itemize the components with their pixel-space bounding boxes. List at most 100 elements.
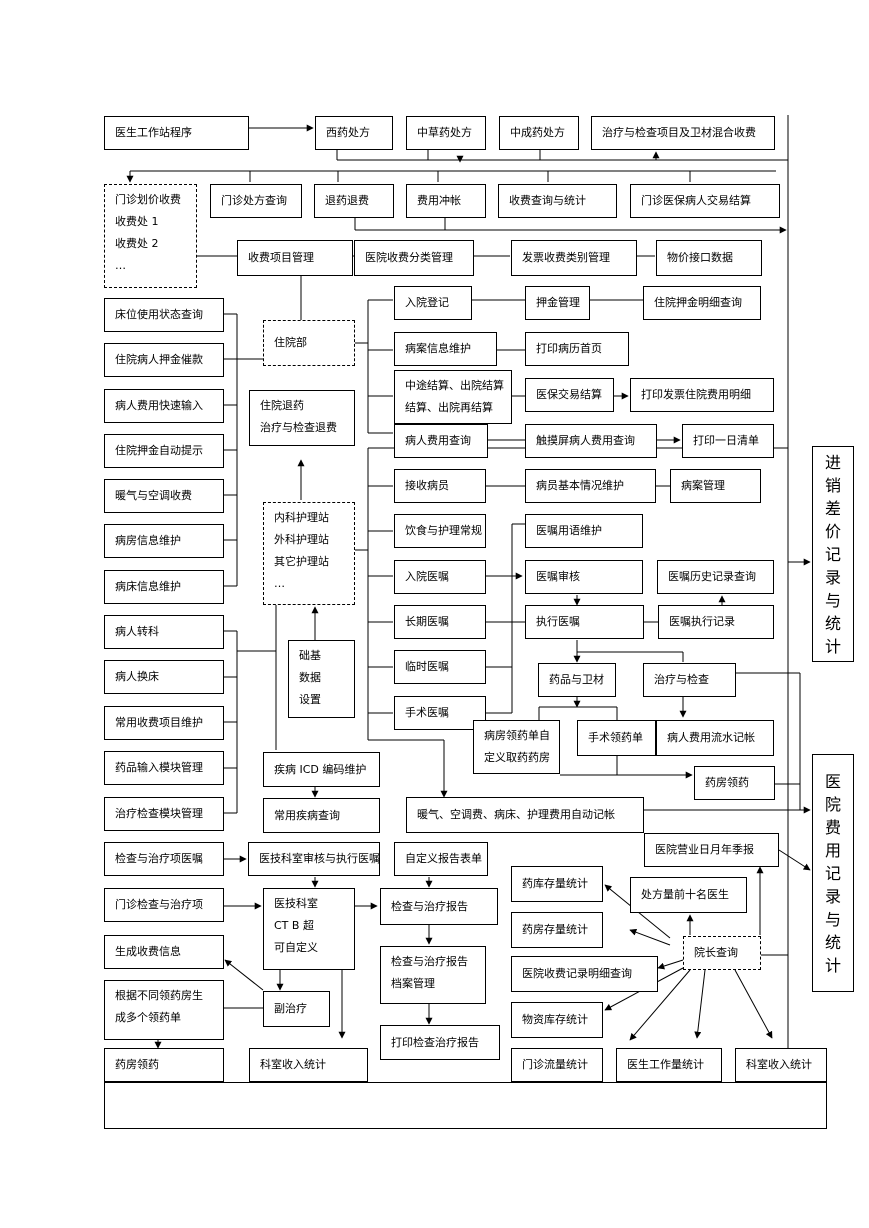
node-label: 病案信息维护 — [405, 342, 471, 355]
node-label: 病人费用流水记帐 — [667, 731, 755, 744]
diet-care-box: 饮食与护理常规 — [394, 514, 486, 548]
node-label: 科室收入统计 — [260, 1058, 326, 1071]
node-label: 生成收费信息 — [115, 945, 181, 958]
node-label: 可自定义 — [274, 941, 318, 954]
node-label: 础基 — [299, 649, 321, 662]
ward-info-box: 病房信息维护 — [104, 524, 224, 558]
tech-dept-box: 医技科室 CT B 超 可自定义 — [263, 888, 355, 970]
node-label: 触摸屏病人费用查询 — [536, 434, 635, 447]
purchase-sales-label: 进 销 差 价 记 录 与 统 计 — [812, 446, 854, 662]
icd-code-box: 疾病 ICD 编码维护 — [263, 752, 380, 787]
deposit-detail-box: 住院押金明细查询 — [643, 286, 761, 320]
treat-exam-module-box: 治疗检查模块管理 — [104, 797, 224, 831]
char: 录 — [824, 886, 841, 906]
node-label: 药房领药 — [115, 1058, 159, 1071]
op-exam-treat-box: 门诊检查与治疗项 — [104, 888, 224, 922]
exec-order-box: 执行医嘱 — [525, 605, 644, 639]
print-exam-report-box: 打印检查治疗报告 — [380, 1025, 500, 1060]
print-invoice-box: 打印发票住院费用明细 — [630, 378, 774, 412]
node-label: … — [115, 259, 126, 272]
node-label: 入院登记 — [405, 296, 449, 309]
material-stock-box: 物资库存统计 — [511, 1002, 603, 1038]
node-label: 医嘱审核 — [536, 570, 580, 583]
node-label: 病人费用查询 — [405, 434, 471, 447]
gen-fee-info-box: 生成收费信息 — [104, 935, 224, 969]
char: 价 — [824, 521, 841, 541]
common-disease-box: 常用疾病查询 — [263, 798, 380, 833]
node-label: 病人换床 — [115, 670, 159, 683]
node-label: 治疗与检查退费 — [260, 421, 337, 434]
node-label: 打印一日清单 — [693, 434, 759, 447]
node-label: 病人转科 — [115, 625, 159, 638]
char: 统 — [824, 613, 841, 633]
node-label: 住院押金明细查询 — [654, 296, 742, 309]
node-label: 医院收费分类管理 — [365, 251, 453, 264]
exam-archive-box: 检查与治疗报告 档案管理 — [380, 946, 486, 1004]
char: 用 — [824, 840, 841, 860]
receive-patient-box: 接收病员 — [394, 469, 486, 503]
insurance-settle-box: 医保交易结算 — [525, 378, 614, 412]
patent-rx-box: 中成药处方 — [499, 116, 579, 150]
node-label: 检查与治疗报告 — [391, 899, 468, 913]
pharmacy-pickup-box: 药房领药 — [694, 766, 775, 800]
admission-order-box: 入院医嘱 — [394, 560, 486, 594]
bottom-frame — [104, 1082, 827, 1129]
aux-treatment-box: 副治疗 — [263, 991, 330, 1027]
fast-fee-input-box: 病人费用快速输入 — [104, 389, 224, 423]
node-label: 数据 — [299, 671, 321, 684]
mixed-fee-box: 治疗与检查项目及卫材混合收费 — [591, 116, 775, 150]
node-label: 手术医嘱 — [405, 706, 449, 719]
bed-info-box: 病床信息维护 — [104, 570, 224, 604]
char: 计 — [824, 955, 841, 975]
node-label: 设置 — [299, 693, 321, 706]
node-label: 医生工作量统计 — [627, 1058, 704, 1071]
node-label: 疾病 ICD 编码维护 — [274, 762, 367, 776]
node-label: 结算、出院再结算 — [405, 401, 493, 414]
node-label: 门诊医保病人交易结算 — [641, 194, 751, 207]
node-label: 接收病员 — [405, 479, 449, 492]
node-label: 常用疾病查询 — [274, 808, 340, 822]
order-exec-record-box: 医嘱执行记录 — [658, 605, 774, 639]
node-label: 中草药处方 — [417, 126, 472, 139]
node-label: 病员基本情况维护 — [536, 479, 624, 492]
node-label: 暖气、空调费、病床、护理费用自动记帐 — [417, 808, 615, 821]
hospital-report-box: 医院营业日月年季报 — [644, 833, 779, 867]
node-label: 药品输入模块管理 — [115, 761, 203, 774]
node-label: … — [274, 577, 285, 590]
settlement-box: 中途结算、出院结算 结算、出院再结算 — [394, 370, 512, 424]
node-label: 根据不同领药房生 — [115, 989, 203, 1002]
char: 录 — [824, 567, 841, 587]
node-label: 打印病历首页 — [536, 342, 602, 355]
inpatient-refund-box: 住院退药 治疗与检查退费 — [249, 390, 355, 446]
node-label: 治疗检查模块管理 — [115, 807, 203, 820]
node-label: 医技科室 — [274, 897, 318, 910]
exam-treat-order-box: 检查与治疗项医嘱 — [104, 842, 224, 876]
node-label: 治疗与检查 — [654, 673, 709, 686]
char: 计 — [824, 636, 841, 656]
node-label: 病床信息维护 — [115, 580, 181, 593]
node-label: 入院医嘱 — [405, 570, 449, 583]
drug-input-box: 药品输入模块管理 — [104, 751, 224, 785]
common-fee-items-box: 常用收费项目维护 — [104, 706, 224, 740]
char: 销 — [824, 475, 841, 495]
char: 医 — [824, 771, 841, 791]
treat-exam-box: 治疗与检查 — [643, 663, 736, 697]
fee-query-stats-box: 收费查询与统计 — [498, 184, 617, 218]
change-bed-box: 病人换床 — [104, 660, 224, 694]
node-label: 发票收费类别管理 — [522, 251, 610, 264]
char: 进 — [824, 452, 841, 472]
node-label: 门诊检查与治疗项 — [115, 898, 203, 911]
char: 费 — [824, 817, 841, 837]
node-label: 收费项目管理 — [248, 251, 314, 264]
node-label: 医院收费记录明细查询 — [522, 967, 632, 980]
doctor-workload-box: 医生工作量统计 — [616, 1048, 722, 1082]
node-label: 处方量前十名医生 — [641, 888, 729, 901]
node-label: 药品与卫材 — [549, 673, 604, 686]
inpatient-dept-box: 住院部 — [263, 320, 355, 366]
node-label: 住院病人押金催款 — [115, 353, 203, 366]
node-label: 病人费用快速输入 — [115, 399, 203, 412]
herbal-rx-box: 中草药处方 — [406, 116, 486, 150]
op-pricing-box: 门诊划价收费 收费处 1 收费处 2 … — [104, 184, 197, 288]
western-rx-box: 西药处方 — [315, 116, 393, 150]
node-label: 医嘱执行记录 — [669, 615, 735, 628]
